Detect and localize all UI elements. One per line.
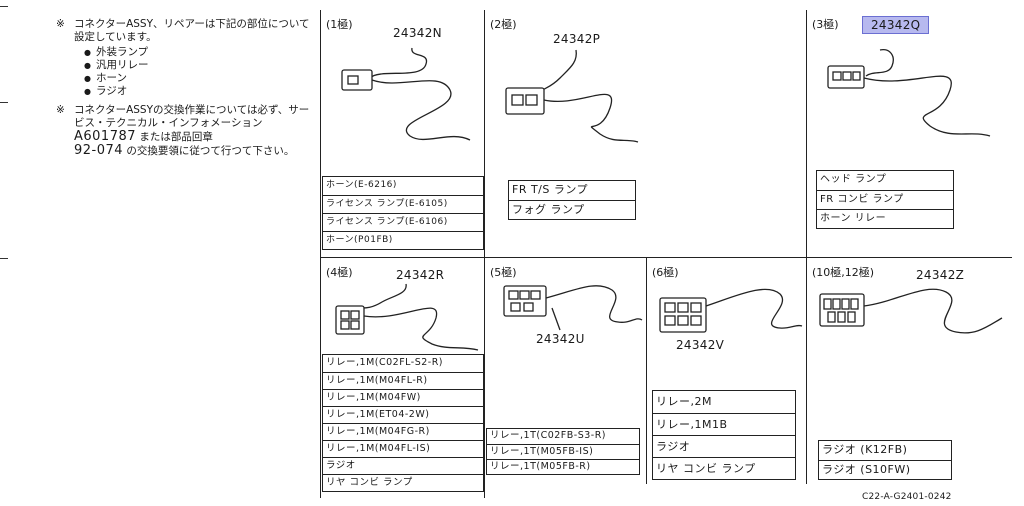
note-2-text: コネクターASSYの交換作業については必ず、サービス・テクニカル・インフォメーシ… — [74, 104, 316, 158]
pole-label: (10極,12極) — [812, 266, 875, 279]
note-1-text: コネクターASSY、リペアーは下記の部位について設定しています。 — [74, 18, 310, 43]
application-item: ラジオ (K12FB) — [822, 443, 908, 456]
application-item: ホーン リレー — [817, 209, 953, 228]
part-number: 24342V — [676, 338, 725, 352]
connector-6pole-drawing — [659, 288, 803, 333]
pole-label: (6極) — [652, 266, 679, 279]
application-item: ラジオ — [653, 435, 795, 457]
part-number: 24342U — [536, 332, 585, 346]
note-1-item: ラジオ — [84, 85, 316, 98]
pole-label: (3極) — [812, 18, 839, 31]
application-item: リレー,2M — [656, 395, 712, 408]
application-item: リレー,1T(M05FB-R) — [487, 459, 639, 474]
part-number: 24342N — [393, 26, 442, 40]
application-item: ラジオ (S10FW) — [819, 460, 951, 479]
sti-number: A601787 — [74, 129, 137, 144]
margin-mark — [0, 258, 8, 259]
note-symbol: ※ — [56, 104, 65, 116]
note-1-item: ホーン — [84, 72, 316, 85]
figure-code: C22-A-G2401-0242 — [862, 492, 952, 502]
part-number: 24342Z — [916, 268, 965, 282]
grid-line — [646, 258, 647, 484]
application-item: リヤ コンビ ランプ — [653, 457, 795, 479]
application-item: ホーン(P01FB) — [323, 231, 483, 249]
note-2-part-c: または部品回章 — [139, 131, 213, 143]
grid-line — [320, 257, 1012, 258]
application-item: リレー,1M(M04FL-R) — [323, 372, 483, 389]
application-item: リレー,1T(C02FB-S3-R) — [490, 430, 607, 441]
application-item: FR コンビ ランプ — [817, 190, 953, 209]
application-item: リレー,1M(M04FL-IS) — [323, 440, 483, 457]
application-list-3pole: ヘッド ランプ FR コンビ ランプ ホーン リレー — [816, 170, 954, 229]
application-item: ライセンス ランプ(E-6105) — [323, 195, 483, 213]
application-item: リレー,1M1B — [653, 413, 795, 435]
application-item: リヤ コンビ ランプ — [323, 474, 483, 491]
pole-label: (1極) — [326, 18, 353, 31]
application-item: リレー,1T(M05FB-IS) — [487, 444, 639, 459]
application-list-10-12pole: ラジオ (K12FB) ラジオ (S10FW) — [818, 440, 952, 480]
note-1: ※ コネクターASSY、リペアーは下記の部位について設定しています。 — [56, 18, 316, 44]
margin-mark — [0, 6, 8, 7]
note-1-item: 外装ランプ — [84, 46, 316, 59]
application-item: リレー,1M(C02FL-S2-R) — [326, 357, 444, 368]
pole-label: (5極) — [490, 266, 517, 279]
application-item: ラジオ — [323, 457, 483, 474]
connector-5pole-drawing — [503, 285, 643, 331]
notes-column: ※ コネクターASSY、リペアーは下記の部位について設定しています。 外装ランプ… — [56, 18, 316, 158]
pole-label: (4極) — [326, 266, 353, 279]
grid-line — [320, 10, 321, 498]
note-2-part-a: コネクターASSYの交換作業については必ず、サービス・テクニカル・インフォメーシ… — [74, 104, 310, 129]
application-list-1pole: ホーン(E-6216) ライセンス ランプ(E-6105) ライセンス ランプ(… — [322, 176, 484, 250]
application-item: フォグ ランプ — [509, 200, 635, 219]
part-number-highlighted: 24342Q — [862, 16, 930, 34]
circular-number: 92-074 — [74, 143, 124, 158]
application-item: ヘッド ランプ — [820, 174, 887, 185]
note-1-list: 外装ランプ 汎用リレー ホーン ラジオ — [84, 46, 316, 98]
application-item: ホーン(E-6216) — [326, 180, 397, 190]
grid-line — [806, 10, 807, 484]
note-symbol: ※ — [56, 18, 65, 30]
pole-label: (2極) — [490, 18, 517, 31]
application-list-5pole: リレー,1T(C02FB-S3-R) リレー,1T(M05FB-IS) リレー,… — [486, 428, 640, 475]
note-2-part-e: の交換要領に従つて行つて下さい。 — [126, 145, 295, 157]
connector-4pole-drawing — [335, 283, 479, 351]
application-item: リレー,1M(M04FG-R) — [323, 423, 483, 440]
connector-2pole-drawing — [505, 49, 639, 143]
application-item: リレー,1M(ET04-2W) — [323, 406, 483, 423]
note-1-item: 汎用リレー — [84, 59, 316, 72]
part-number: 24342P — [553, 32, 601, 46]
grid-line — [484, 10, 485, 498]
application-item: ライセンス ランプ(E-6106) — [323, 213, 483, 231]
application-list-2pole: FR T/S ランプ フォグ ランプ — [508, 180, 636, 220]
application-list-4pole: リレー,1M(C02FL-S2-R) リレー,1M(M04FL-R) リレー,1… — [322, 354, 484, 492]
connector-3pole-drawing — [827, 49, 991, 137]
connector-1pole-drawing — [341, 47, 471, 141]
connector-10-12pole-drawing — [819, 288, 1003, 334]
application-item: リレー,1M(M04FW) — [323, 389, 483, 406]
application-list-6pole: リレー,2M リレー,1M1B ラジオ リヤ コンビ ランプ — [652, 390, 796, 480]
part-number: 24342R — [396, 268, 445, 282]
application-item: FR T/S ランプ — [512, 183, 589, 196]
note-2: ※ コネクターASSYの交換作業については必ず、サービス・テクニカル・インフォメ… — [56, 104, 316, 158]
margin-mark — [0, 102, 8, 103]
